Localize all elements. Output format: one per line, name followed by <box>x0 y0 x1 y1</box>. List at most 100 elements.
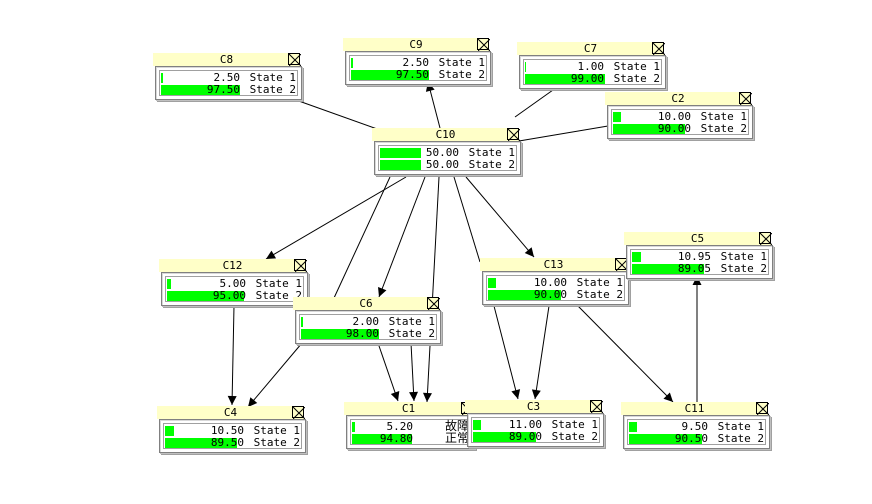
node-title[interactable]: C7 <box>517 42 664 55</box>
probability-bar <box>380 148 421 158</box>
state-value: 1.00 <box>577 60 605 73</box>
close-icon[interactable] <box>652 42 665 55</box>
edge-c10-c3[interactable] <box>453 176 481 263</box>
edge-c7-c10[interactable] <box>514 89 554 118</box>
probability-bar <box>629 422 637 432</box>
node-title[interactable]: C10 <box>372 128 519 141</box>
edge-c2-c10[interactable] <box>518 125 609 142</box>
node-title[interactable]: C2 <box>605 92 751 105</box>
node-title[interactable]: C13 <box>480 258 627 271</box>
close-icon[interactable] <box>288 53 301 66</box>
node-title[interactable]: C9 <box>343 38 489 51</box>
edge-c13-c3[interactable] <box>493 305 519 400</box>
close-icon[interactable] <box>756 402 769 415</box>
edge-c10-c12[interactable] <box>265 176 407 260</box>
state-label: State 1 <box>613 60 660 73</box>
state-label: State 1 <box>468 146 515 159</box>
edge-c10-c13[interactable] <box>465 176 535 258</box>
node-title[interactable]: C12 <box>159 259 306 272</box>
node-title[interactable]: C4 <box>157 406 304 419</box>
close-icon[interactable] <box>292 406 305 419</box>
node-title[interactable]: C1 <box>344 402 473 415</box>
arrowhead-icon <box>663 392 673 402</box>
edge-c13-c11[interactable] <box>534 305 550 400</box>
state-row[interactable]: 1.00 State 1 <box>525 61 660 72</box>
probability-bar <box>488 290 561 300</box>
arrowhead-icon <box>524 247 534 257</box>
edge-c10-c6[interactable] <box>378 176 426 298</box>
state-label: State 2 <box>576 288 623 301</box>
edge-c6-c1[interactable] <box>377 342 399 402</box>
probability-bar <box>301 317 303 327</box>
node-title[interactable]: C3 <box>465 400 602 413</box>
close-icon[interactable] <box>507 128 520 141</box>
node-title[interactable]: C11 <box>621 402 768 415</box>
state-label: State 2 <box>255 289 302 302</box>
close-icon[interactable] <box>427 297 440 310</box>
close-icon[interactable] <box>759 232 772 245</box>
edge-c8-c10[interactable] <box>295 99 381 131</box>
probability-bar <box>473 432 536 442</box>
close-icon[interactable] <box>477 38 490 51</box>
arrowhead-icon <box>409 391 419 401</box>
edge-c12-c4[interactable] <box>231 305 235 406</box>
close-icon[interactable] <box>590 400 603 413</box>
node-title[interactable]: C5 <box>624 232 771 245</box>
edge-c13-c3[interactable] <box>410 342 415 402</box>
edge-c10-c1[interactable] <box>426 176 440 403</box>
edge-c11-c5[interactable] <box>577 305 674 403</box>
close-icon[interactable] <box>294 259 307 272</box>
state-label: State 1 <box>576 276 623 289</box>
edge-c6-c4[interactable] <box>247 342 303 408</box>
probability-bar <box>613 112 621 122</box>
state-label: State 1 <box>253 424 300 437</box>
close-icon[interactable] <box>739 92 752 105</box>
node-title[interactable]: C6 <box>293 297 439 310</box>
edge-c10-c4[interactable] <box>333 176 391 299</box>
node-title[interactable]: C8 <box>153 53 300 66</box>
